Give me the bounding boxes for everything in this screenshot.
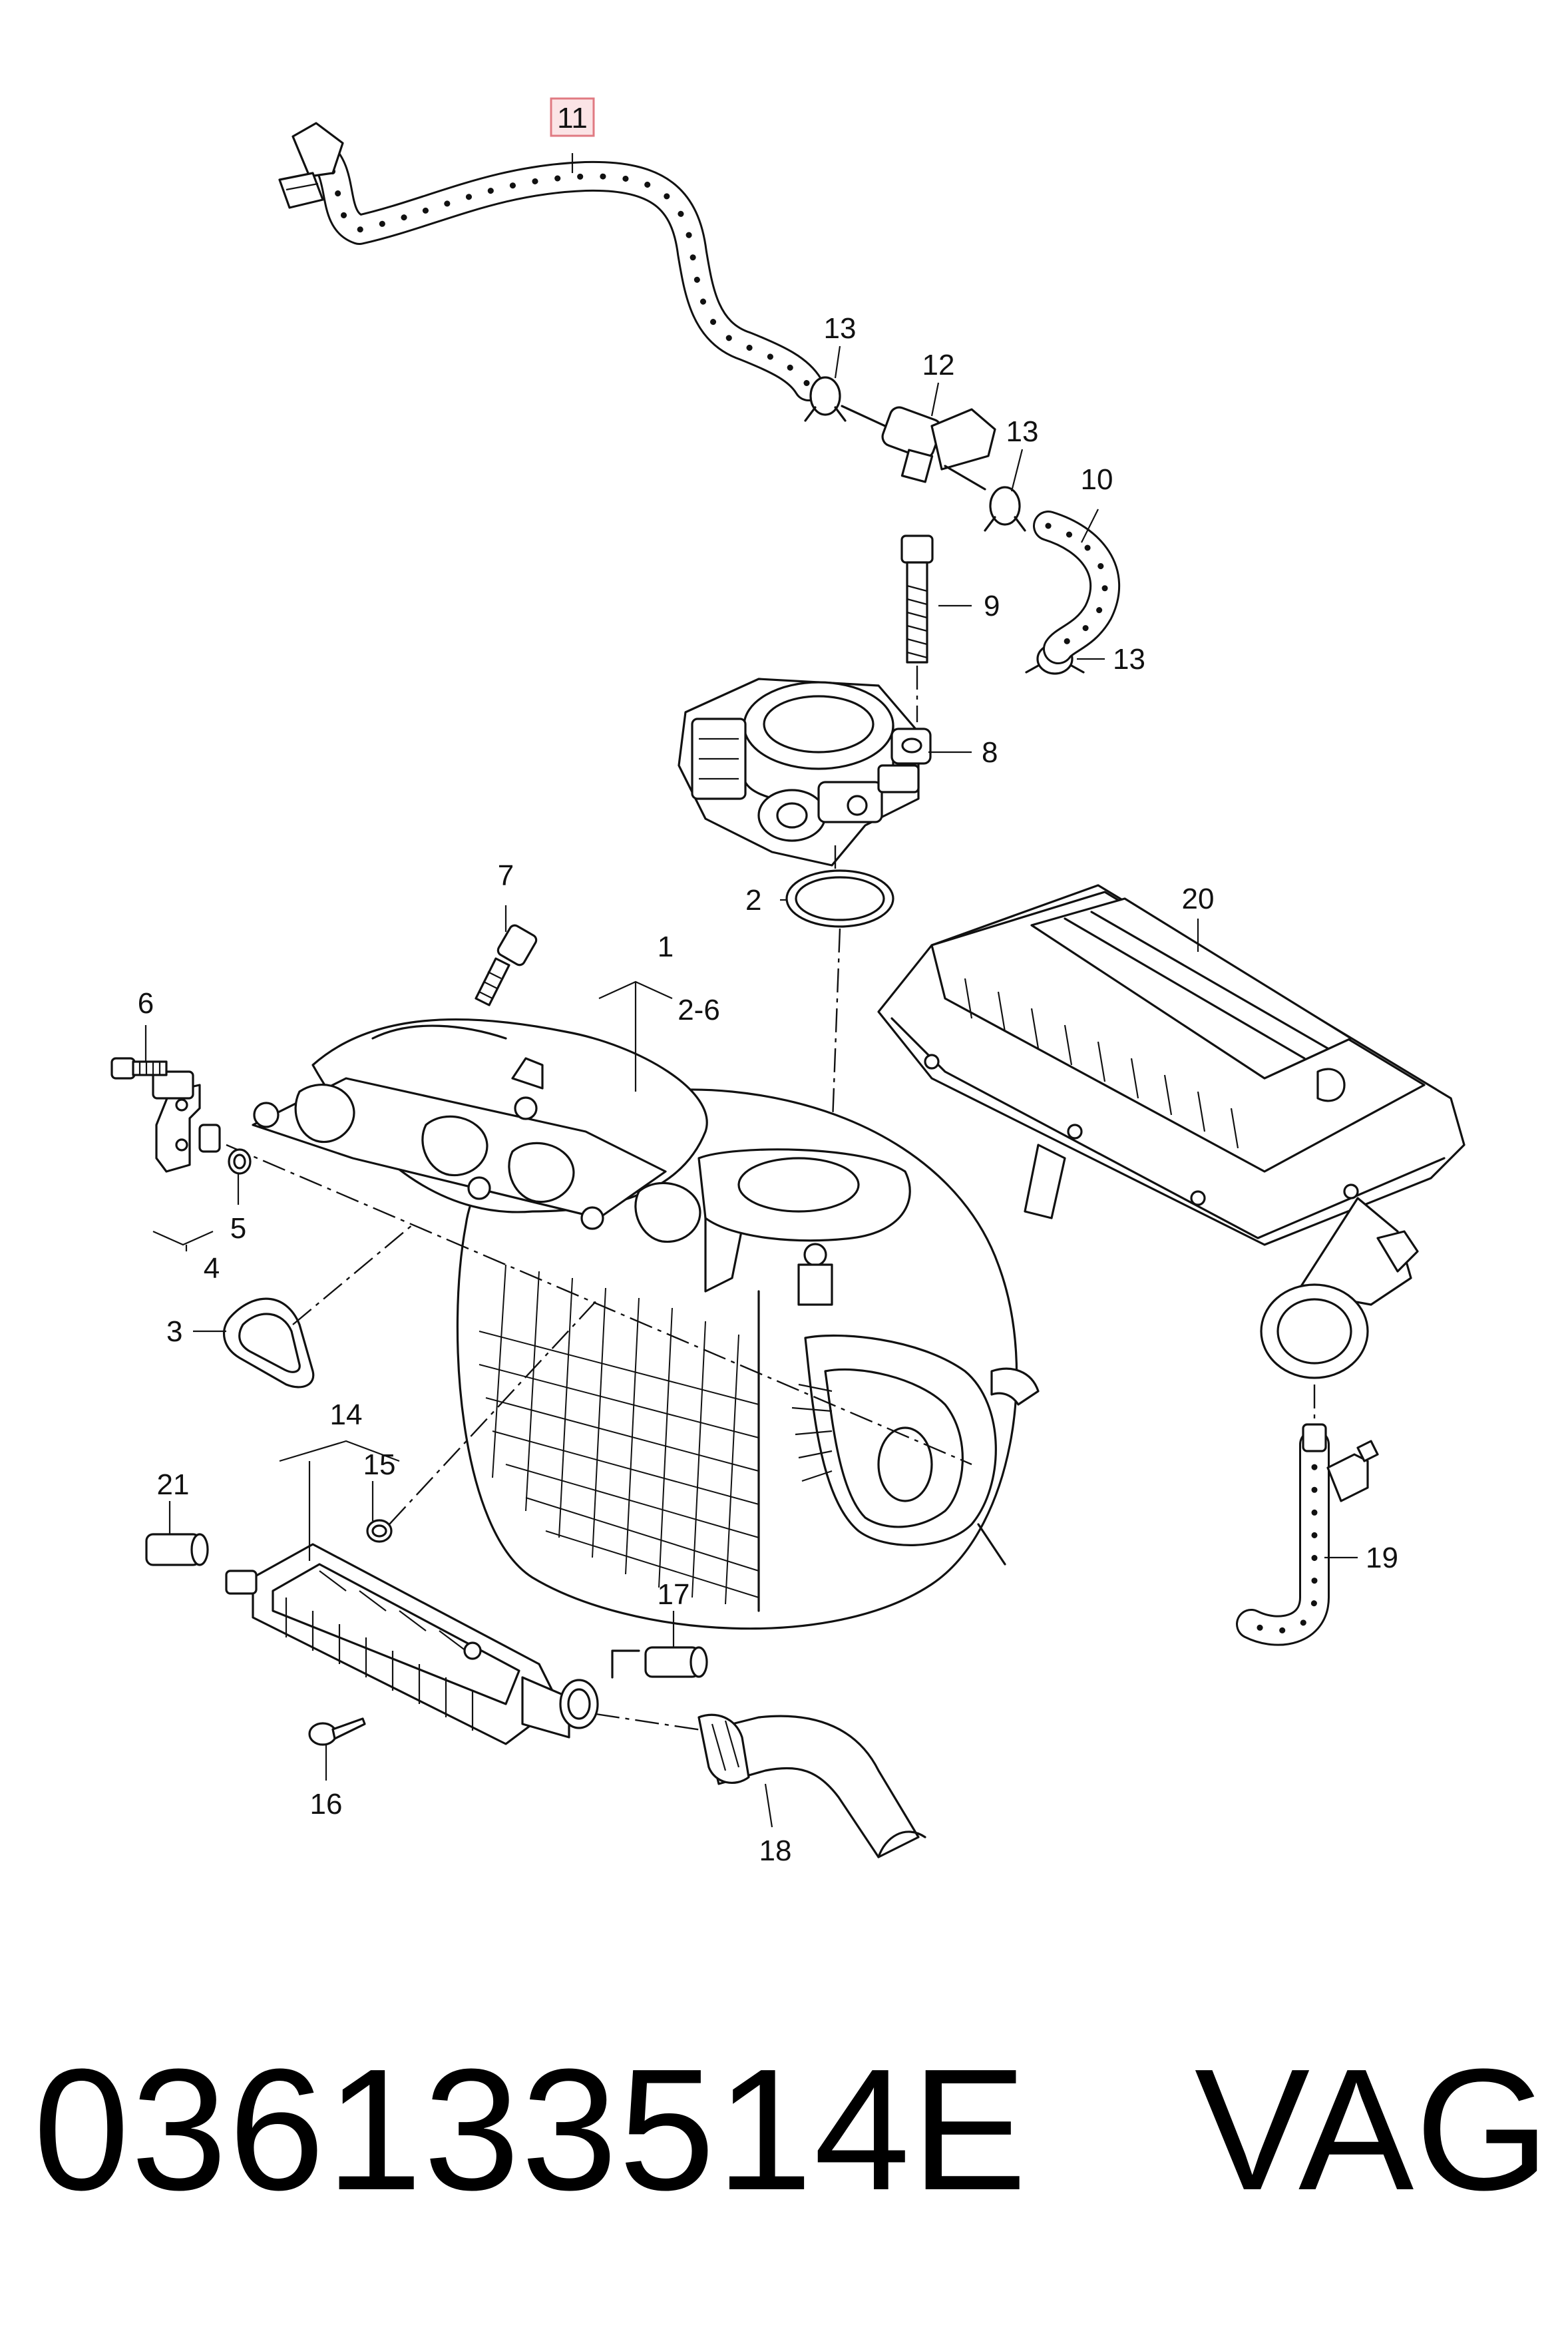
sleeve-part-17 <box>644 1646 708 1678</box>
intake-hose-part-18 <box>697 1713 926 1858</box>
leader-lines <box>144 153 1358 1828</box>
callout-1-range: 2-6 <box>678 994 720 1026</box>
callout-13-mid: 13 <box>1006 415 1039 448</box>
bolt-part-7 <box>475 924 538 1006</box>
callout-15: 15 <box>363 1448 396 1481</box>
hose-clamp-part-13b <box>984 486 1026 532</box>
callout-14: 14 <box>330 1398 363 1431</box>
callout-6: 6 <box>138 987 154 1020</box>
callout-5: 5 <box>230 1212 246 1245</box>
callout-18: 18 <box>759 1834 792 1867</box>
bolt-part-6 <box>110 1057 168 1080</box>
breather-pipe-part-19 <box>1236 1423 1379 1646</box>
highlighted-callout-box <box>550 97 595 137</box>
callout-10: 10 <box>1081 463 1113 496</box>
callout-3: 3 <box>166 1315 182 1348</box>
callout-13-low: 13 <box>1113 643 1145 676</box>
callout-16: 16 <box>310 1788 343 1820</box>
callout-20: 20 <box>1182 883 1215 915</box>
callout-1: 1 <box>658 931 674 963</box>
callout-8: 8 <box>982 736 998 769</box>
air-filter-housing-part-20 <box>877 884 1466 1428</box>
intake-manifold-part-1 <box>252 1018 1040 1630</box>
seal-ring-part-5 <box>228 1148 252 1175</box>
callout-13-top: 13 <box>824 312 857 345</box>
callout-12: 12 <box>922 349 955 381</box>
parts-diagram: 11 13 12 13 10 9 13 8 2 20 1 2-6 7 6 5 4… <box>110 97 1466 1867</box>
sensor-part-4 <box>152 1070 972 1466</box>
part-caption: 036133514E VAG <box>33 2030 1550 2230</box>
vacuum-hose-part-10 <box>1033 511 1120 664</box>
sleeve-part-21 <box>145 1533 209 1566</box>
o-ring-part-2 <box>785 845 894 1139</box>
callout-2: 2 <box>745 884 761 917</box>
breather-hose-part-11 <box>278 122 824 401</box>
callout-19: 19 <box>1366 1542 1398 1574</box>
o-ring-part-15 <box>366 1297 600 1543</box>
part-number: 036133514E <box>33 2033 1028 2227</box>
brand-name: VAG <box>1194 2033 1551 2227</box>
check-valve-part-12 <box>841 405 996 491</box>
bolt-part-9 <box>900 534 934 722</box>
callout-4: 4 <box>204 1252 220 1285</box>
callout-21: 21 <box>157 1468 190 1501</box>
callout-labels: 11 13 12 13 10 9 13 8 2 20 1 2-6 7 6 5 4… <box>138 97 1398 1867</box>
hose-clamp-part-13a <box>804 376 847 422</box>
callout-11: 11 <box>557 102 588 134</box>
throttle-body-part-8 <box>678 678 932 867</box>
actuator-part-14 <box>225 1543 706 1745</box>
gasket-part-3 <box>223 1224 413 1389</box>
screw-part-16 <box>308 1717 366 1746</box>
callout-9: 9 <box>984 590 1000 622</box>
callout-17: 17 <box>658 1578 690 1611</box>
callout-7: 7 <box>498 859 514 892</box>
